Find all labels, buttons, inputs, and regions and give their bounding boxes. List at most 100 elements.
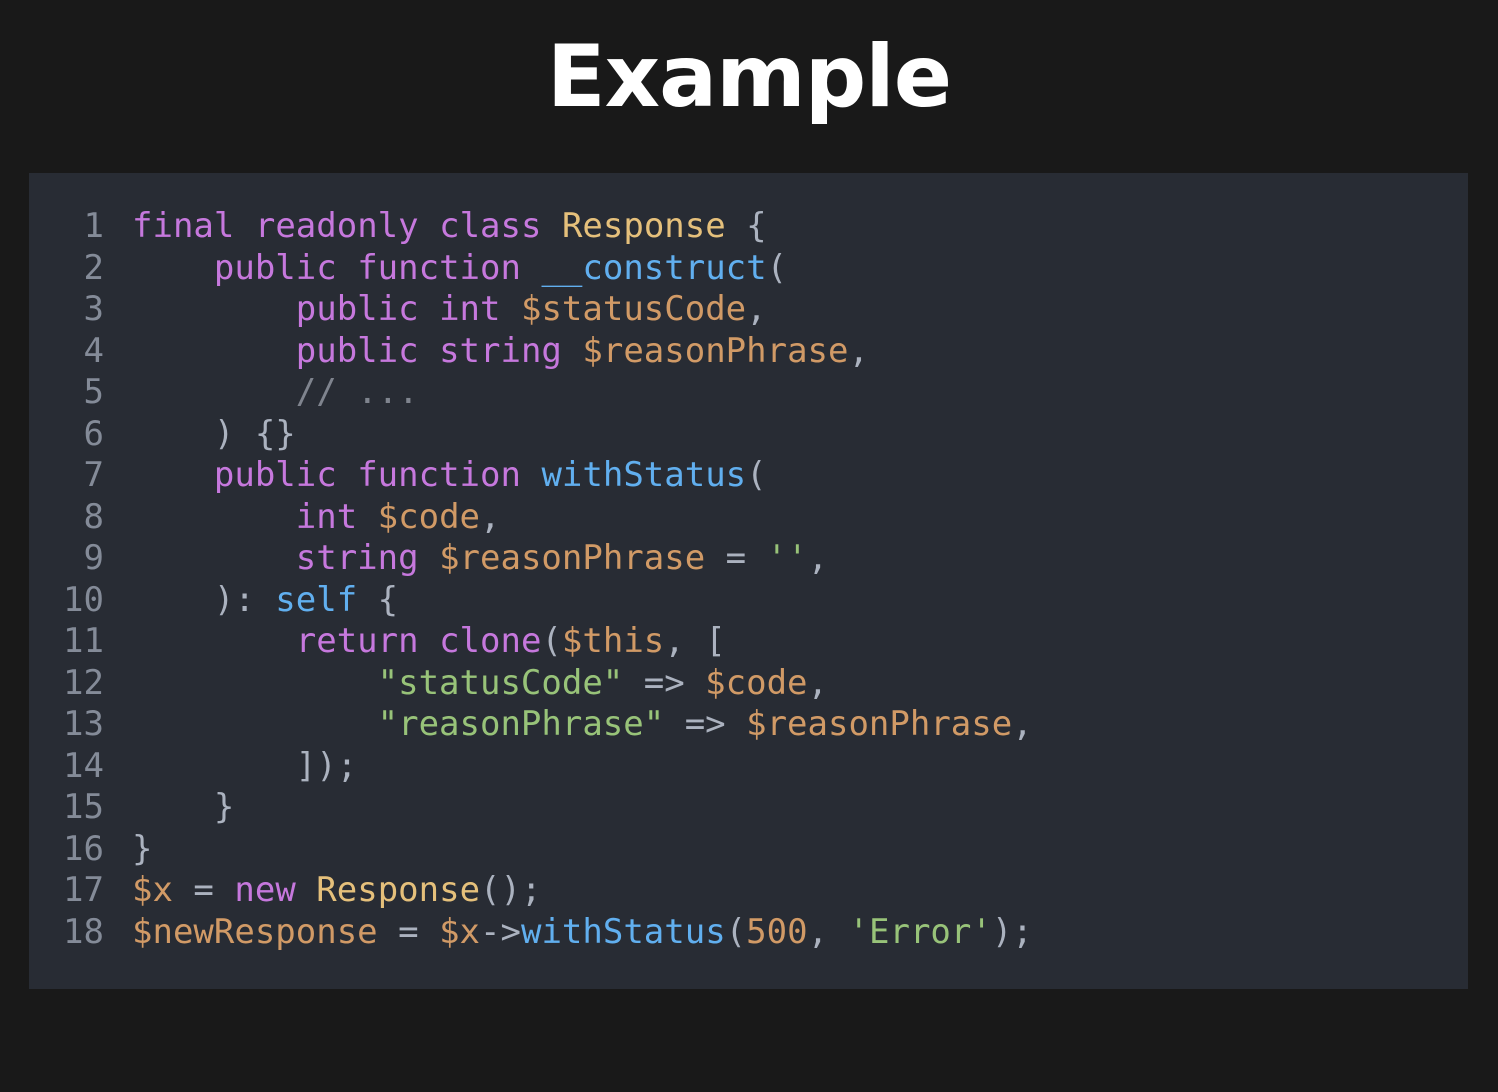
code-token-punctuation: ( <box>541 621 562 661</box>
line-number: 13 <box>63 704 104 744</box>
code-token-punctuation: ): <box>132 579 276 620</box>
code-token-punctuation <box>337 455 357 495</box>
code-token-punctuation <box>132 704 378 744</box>
code-line: 5 // ... <box>0 372 1498 414</box>
code-token-keyword: class <box>439 206 542 246</box>
code-token-variable: $x <box>132 870 173 910</box>
code-token-keyword: clone <box>439 621 542 661</box>
code-token-punctuation <box>357 497 377 537</box>
code-token-keyword: new <box>234 870 296 910</box>
code-token-punctuation: , [ <box>664 621 726 661</box>
line-code: $newResponse = $x->withStatus(500, 'Erro… <box>132 912 1033 954</box>
code-token-punctuation: , <box>480 496 501 537</box>
code-token-keyword: string <box>439 330 562 371</box>
code-token-punctuation <box>132 372 296 412</box>
code-line: 14 ]); <box>0 746 1498 788</box>
line-number: 3 <box>83 289 104 329</box>
line-code: string $reasonPhrase = '', <box>132 538 828 580</box>
code-token-punctuation <box>132 289 296 329</box>
code-token-punctuation: ) {} <box>132 413 296 454</box>
code-token-variable: $reasonPhrase <box>746 704 1013 744</box>
line-code: final readonly class Response { <box>132 206 767 248</box>
line-number: 10 <box>63 579 104 620</box>
code-token-punctuation <box>562 331 582 371</box>
line-number: 12 <box>63 662 104 703</box>
line-code: ]); <box>132 746 357 788</box>
line-code: public function __construct( <box>132 248 787 290</box>
line-number: 17 <box>63 870 104 910</box>
code-line: 11 return clone($this, [ <box>0 621 1498 663</box>
code-token-punctuation: , <box>807 662 829 703</box>
code-token-punctuation <box>234 206 254 246</box>
code-line: 10 ): self { <box>0 580 1498 622</box>
code-token-punctuation: = <box>377 911 440 952</box>
code-token-punctuation: = <box>172 870 235 910</box>
code-line: 7 public function withStatus( <box>0 455 1498 497</box>
code-block <box>29 173 1468 989</box>
code-line: 4 public string $reasonPhrase, <box>0 331 1498 373</box>
code-lines: 1 final readonly class Response {2 public… <box>0 206 1498 953</box>
code-line: 9 string $reasonPhrase = '', <box>0 538 1498 580</box>
code-token-punctuation: ( <box>746 455 767 495</box>
code-line: 15 } <box>0 787 1498 829</box>
code-token-punctuation <box>541 206 561 246</box>
line-number: 6 <box>83 413 104 454</box>
code-token-punctuation <box>419 289 439 329</box>
line-number: 16 <box>63 828 104 869</box>
code-token-punctuation <box>501 289 521 329</box>
code-token-punctuation <box>337 248 357 288</box>
code-token-keyword: public <box>213 247 337 288</box>
line-number: 5 <box>83 372 104 412</box>
code-token-punctuation: , <box>807 911 849 952</box>
code-token-variable: $reasonPhrase <box>582 330 849 371</box>
code-token-keyword: string <box>295 538 419 578</box>
code-token-function-name: self <box>275 579 358 620</box>
code-line: 17 $x = new Response(); <box>0 870 1498 912</box>
code-token-punctuation: ]); <box>132 745 358 786</box>
code-token-punctuation <box>419 538 439 578</box>
code-token-punctuation: , <box>807 538 829 578</box>
code-token-variable: $reasonPhrase <box>439 538 706 578</box>
code-token-punctuation <box>132 663 378 703</box>
code-token-punctuation: => <box>664 704 747 744</box>
code-token-variable: $code <box>705 662 808 703</box>
code-token-punctuation: ); <box>991 911 1033 952</box>
code-line: 13 "reasonPhrase" => $reasonPhrase, <box>0 704 1498 746</box>
code-token-punctuation: ( <box>725 911 747 952</box>
code-token-keyword: int <box>295 496 358 537</box>
code-line: 12 "statusCode" => $code, <box>0 663 1498 705</box>
code-line: 3 public int $statusCode, <box>0 289 1498 331</box>
code-line: 2 public function __construct( <box>0 248 1498 290</box>
code-token-keyword: public <box>213 455 337 495</box>
code-line: 18$newResponse = $x->withStatus(500, 'Er… <box>0 912 1498 954</box>
line-number: 4 <box>83 330 104 371</box>
code-token-punctuation: ( <box>766 247 788 288</box>
code-token-comment: // ... <box>295 372 419 412</box>
code-token-variable: 500 <box>746 911 808 952</box>
code-token-function-name: withStatus <box>520 911 726 952</box>
line-code: // ... <box>132 372 419 414</box>
code-token-punctuation: , <box>746 289 767 329</box>
code-token-punctuation <box>132 621 296 661</box>
code-token-punctuation: (); <box>480 870 542 910</box>
line-number: 11 <box>63 621 104 661</box>
code-token-variable: $statusCode <box>520 289 747 329</box>
line-number: 1 <box>83 206 104 246</box>
line-number: 7 <box>83 455 104 495</box>
code-token-punctuation: => <box>623 662 706 703</box>
code-token-keyword: int <box>439 289 501 329</box>
code-token-keyword: public <box>295 330 419 371</box>
code-token-punctuation <box>132 497 296 537</box>
code-token-punctuation: } <box>132 787 235 827</box>
code-token-punctuation <box>132 455 214 495</box>
code-token-class-name: Response <box>316 870 481 910</box>
code-token-punctuation: { <box>725 206 767 246</box>
code-token-punctuation <box>521 455 541 495</box>
code-token-string: 'Error' <box>848 911 992 952</box>
slide-title: Example <box>546 27 952 127</box>
code-token-punctuation <box>296 870 316 910</box>
line-number: 9 <box>83 538 104 578</box>
line-number: 15 <box>63 787 104 827</box>
code-token-punctuation: -> <box>480 911 521 952</box>
line-code: } <box>132 829 152 871</box>
